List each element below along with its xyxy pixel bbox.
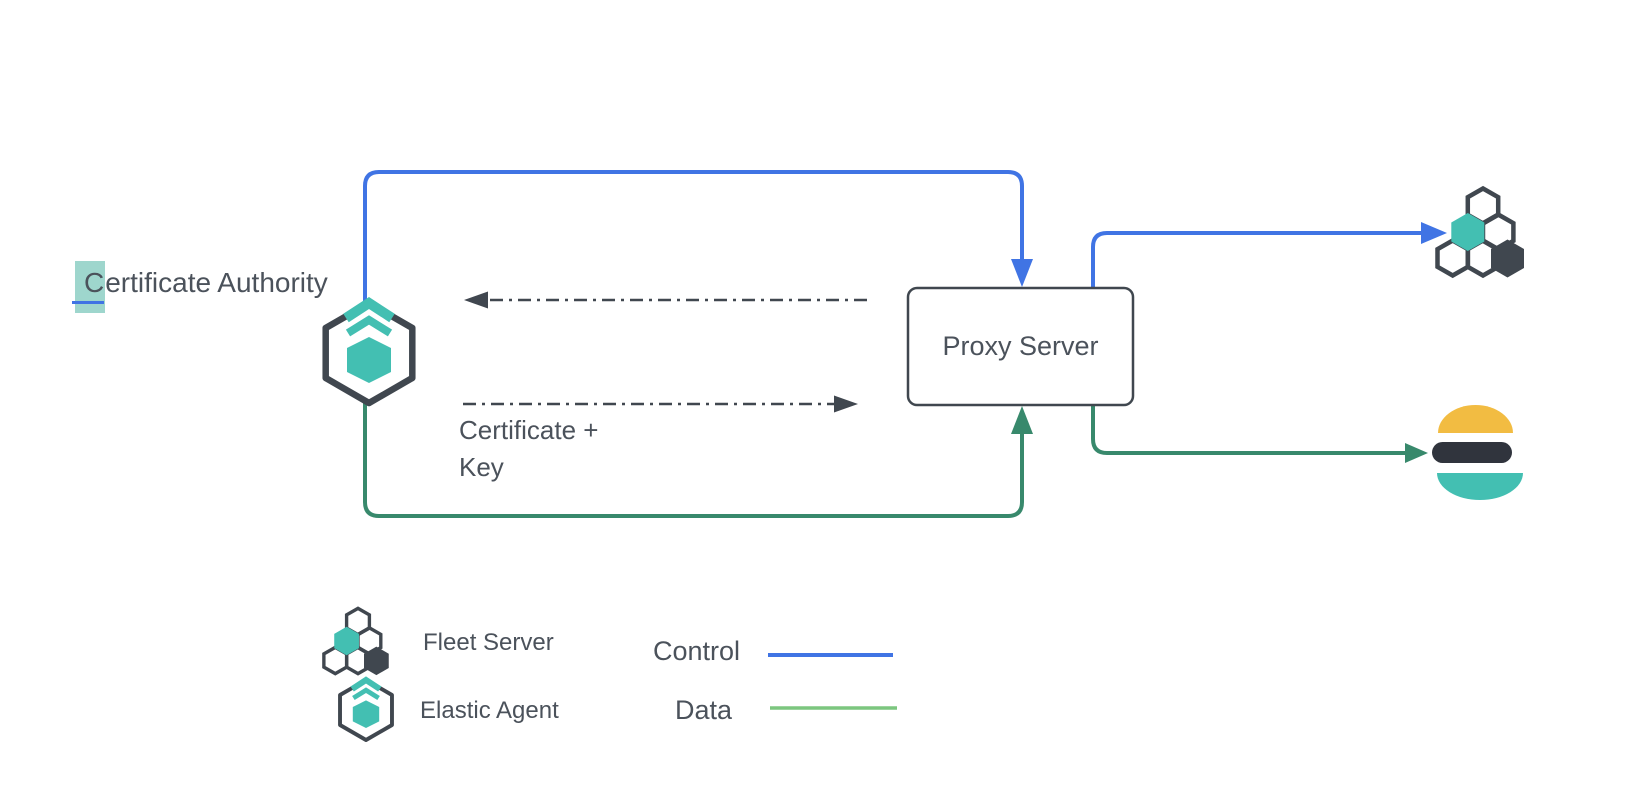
cert-exchange-arrow-right (463, 395, 858, 413)
es-logo-bottom (1437, 473, 1523, 500)
arrowhead-left (464, 291, 488, 309)
legend-data-label: Data (675, 695, 733, 725)
es-logo-top (1438, 405, 1513, 433)
proxy-server-box (906, 286, 1135, 407)
certificate-key-line1: Certificate + (459, 415, 599, 445)
arrowhead-right (1405, 443, 1428, 463)
certificate-key-label: Certificate + Key (459, 412, 598, 486)
arrowhead-right (834, 395, 858, 413)
control-edge-proxy-to-fleet (1091, 222, 1447, 288)
proxy-server-label: Proxy Server (942, 331, 1099, 361)
control-edge-agent-to-proxy (363, 170, 1033, 301)
elasticsearch-icon (1432, 405, 1523, 500)
arrowhead-right (1421, 222, 1447, 244)
arrowhead-up (1011, 406, 1033, 434)
arrowhead-down (1011, 259, 1033, 287)
fleet-server-icon (1438, 189, 1525, 278)
data-edge-agent-to-proxy (363, 400, 1033, 518)
es-logo-middle (1432, 442, 1512, 463)
legend-elastic-agent-label: Elastic Agent (420, 697, 559, 724)
data-edge-proxy-to-elasticsearch (1091, 405, 1428, 463)
certificate-authority-label: Certificate Authority (71, 261, 328, 313)
cert-exchange-arrow-left (464, 291, 867, 309)
certificate-key-line2: Key (459, 452, 504, 482)
legend-fleet-server-icon (322, 606, 391, 677)
legend-control-label: Control (653, 636, 741, 666)
certificate-authority-label-rest: ertificate Authority (105, 267, 328, 298)
legend-elastic-agent-icon (340, 680, 392, 740)
legend-fleet-server-label: Fleet Server (423, 629, 554, 656)
highlighted-character: C (71, 261, 106, 313)
elastic-agent-icon (326, 303, 413, 403)
